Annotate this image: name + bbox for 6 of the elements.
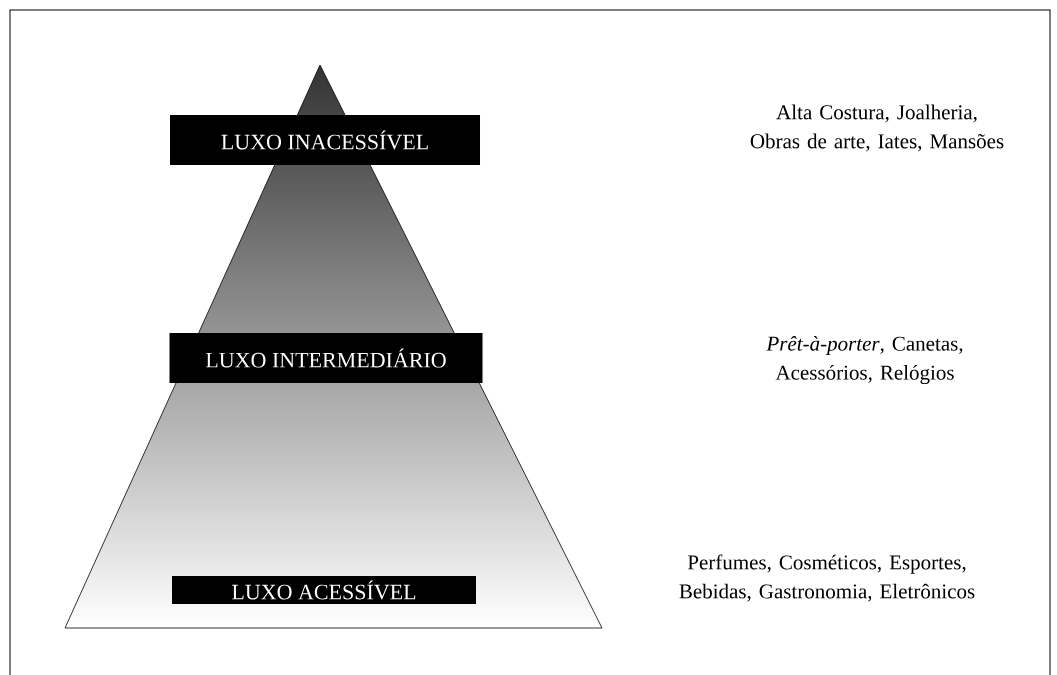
description-text: Perfumes, Cosméticos, Esportes, Bebidas, Gastronomia, Eletrônicos	[679, 554, 975, 602]
level-bar: LUXO ACESSÍVEL	[172, 576, 476, 604]
description-text: Prêt-à-porter, Canetas, Acessórios, Relógios	[766, 335, 963, 385]
level-bar: LUXO INTERMEDIÁRIO	[169, 333, 483, 383]
level-bar: LUXO INACESSÍVEL	[170, 115, 480, 165]
description-text: Alta Costura, Joalheria, Obras de arte, Iates, Mansões	[750, 104, 1004, 152]
